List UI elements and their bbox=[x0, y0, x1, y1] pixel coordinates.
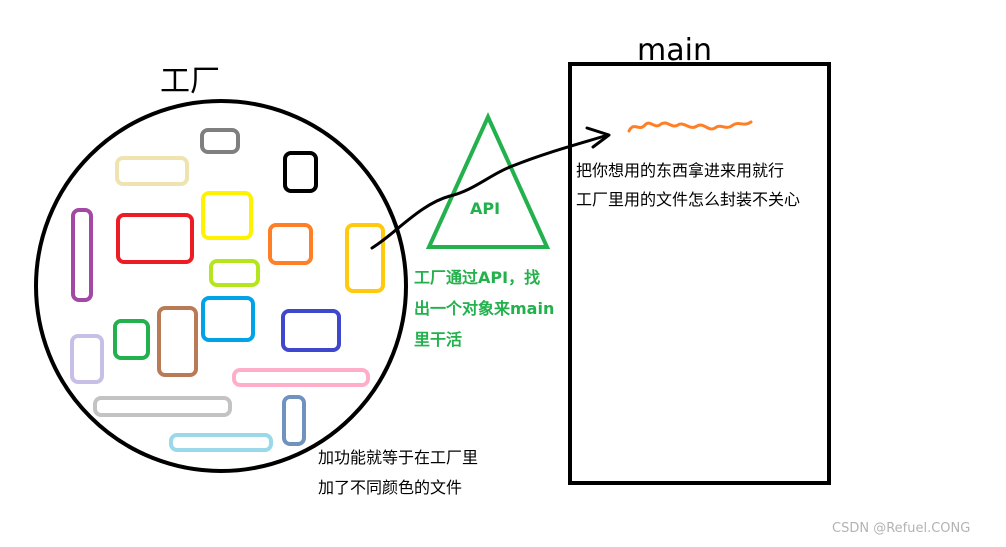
main-note: 把你想用的东西拿进来用就行 工厂里用的文件怎么封装不关心 bbox=[576, 156, 800, 214]
factory-file-box bbox=[93, 396, 232, 417]
main-note-line: 把你想用的东西拿进来用就行 bbox=[576, 161, 785, 180]
factory-file-box bbox=[71, 208, 93, 302]
factory-note-line: 加了不同颜色的文件 bbox=[318, 478, 463, 497]
api-note-line: 出一个对象来main bbox=[414, 299, 555, 318]
factory-file-box bbox=[157, 306, 198, 377]
main-box bbox=[568, 62, 831, 485]
factory-file-box bbox=[283, 151, 318, 193]
factory-file-box bbox=[209, 259, 260, 287]
api-note-line: 里干活 bbox=[414, 330, 463, 349]
factory-file-box bbox=[70, 334, 104, 384]
api-note-line: 工厂通过API，找 bbox=[414, 268, 541, 287]
factory-title: 工厂 bbox=[160, 64, 220, 99]
factory-file-box bbox=[345, 223, 385, 293]
connector-arrow bbox=[370, 133, 610, 250]
main-note-line: 工厂里用的文件怎么封装不关心 bbox=[576, 190, 801, 209]
factory-files bbox=[70, 128, 385, 452]
api-note: 工厂通过API，找 出一个对象来main 里干活 bbox=[414, 262, 554, 355]
factory-file-box bbox=[281, 309, 341, 352]
factory-circle bbox=[34, 99, 408, 473]
watermark: CSDN @Refuel.CONG bbox=[832, 521, 971, 536]
factory-note: 加功能就等于在工厂里 加了不同颜色的文件 bbox=[318, 443, 478, 503]
api-triangle bbox=[425, 112, 551, 249]
factory-file-box bbox=[268, 223, 313, 265]
factory-note-line: 加功能就等于在工厂里 bbox=[318, 448, 479, 467]
factory-file-box bbox=[282, 395, 306, 446]
factory-file-box bbox=[169, 433, 273, 452]
factory-file-box bbox=[113, 319, 150, 360]
factory-file-box bbox=[201, 191, 253, 240]
factory-file-box bbox=[116, 213, 194, 264]
api-label: API bbox=[470, 199, 501, 218]
scribble-mark bbox=[627, 120, 753, 133]
factory-file-box bbox=[232, 368, 370, 387]
factory-file-box bbox=[201, 296, 255, 342]
arrow-head-icon bbox=[585, 126, 611, 149]
main-title: main bbox=[637, 33, 712, 68]
factory-file-box bbox=[115, 156, 189, 186]
factory-file-box bbox=[200, 128, 240, 154]
